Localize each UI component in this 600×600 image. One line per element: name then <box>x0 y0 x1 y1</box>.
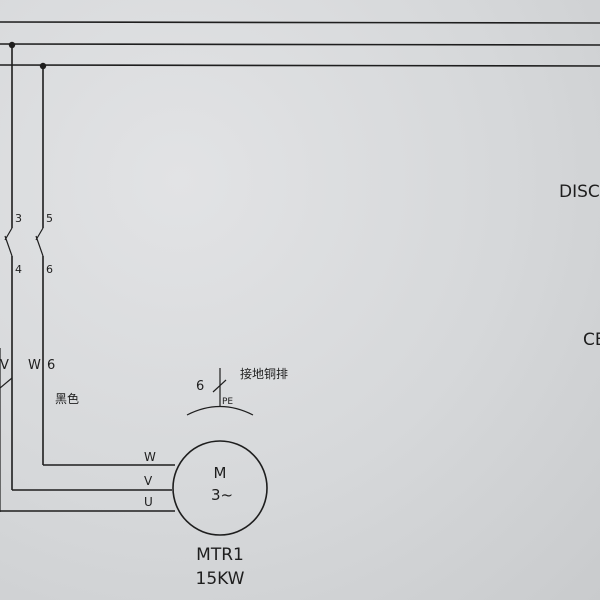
motor-rating-label: 15KW <box>196 569 245 589</box>
bus-line-3 <box>0 64 600 67</box>
wire-color-note: 黑色 <box>55 392 79 406</box>
bus-line-1 <box>0 21 600 24</box>
motor-terminal-w-label: W <box>28 358 41 373</box>
switch-blade-right <box>35 235 44 257</box>
breaker-label-fragment: CB <box>583 330 600 350</box>
motor-symbol-label: M <box>214 464 227 482</box>
terminal-4-label: 4 <box>15 263 22 276</box>
ground-number-label: 6 <box>196 379 204 394</box>
phase-u-label: U <box>144 495 153 509</box>
disconnect-label-fragment: DISC <box>559 182 600 202</box>
terminal-5-label: 5 <box>46 212 53 225</box>
terminal-3-label: 3 <box>15 212 22 225</box>
motor-name-label: MTR1 <box>196 545 244 565</box>
phase-v-label: V <box>144 474 153 488</box>
motor-symbol <box>172 440 268 536</box>
motor-terminal-6-label: 6 <box>47 358 55 373</box>
bus-line-2 <box>0 43 600 46</box>
motor-terminal-v-label: V <box>0 358 9 373</box>
ground-tick <box>212 379 227 393</box>
terminal-6-label: 6 <box>46 263 53 276</box>
leader-line-v <box>0 377 13 389</box>
ground-busbar-label: 接地铜排 <box>240 366 288 381</box>
switch-blade-left <box>4 235 13 257</box>
motor-cap-arc <box>186 406 254 416</box>
pe-label: PE <box>222 397 233 407</box>
phase-w-label: W <box>144 450 156 464</box>
motor-phase-label: 3~ <box>211 486 233 504</box>
